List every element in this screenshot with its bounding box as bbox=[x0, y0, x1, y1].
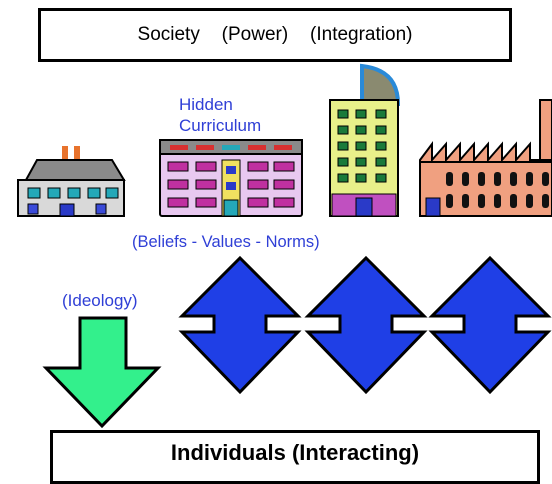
tower-icon bbox=[329, 63, 401, 217]
hidden-curriculum-label: Hidden Curriculum bbox=[179, 94, 261, 136]
double-arrow-2 bbox=[304, 255, 428, 395]
ideology-label: (Ideology) bbox=[62, 291, 138, 310]
double-arrow-3 bbox=[428, 255, 552, 395]
hidden-curriculum-line-2: Curriculum bbox=[179, 116, 262, 135]
beliefs-values-norms-label: (Beliefs - Values - Norms) bbox=[132, 233, 320, 251]
ideology-down-arrow bbox=[42, 316, 162, 429]
school-icon bbox=[159, 139, 303, 217]
society-box: Society (Power) (Integration) bbox=[38, 8, 512, 62]
individuals-box: Individuals (Interacting) bbox=[50, 430, 540, 484]
hidden-curriculum-line-1: Hidden bbox=[179, 95, 233, 114]
individuals-label: Individuals (Interacting) bbox=[170, 440, 420, 465]
factory-icon bbox=[419, 99, 552, 217]
society-label: Society (Power) (Integration) bbox=[137, 24, 413, 45]
diagram-canvas bbox=[17, 63, 552, 429]
double-arrow-1 bbox=[178, 255, 302, 395]
house-icon bbox=[17, 146, 126, 217]
